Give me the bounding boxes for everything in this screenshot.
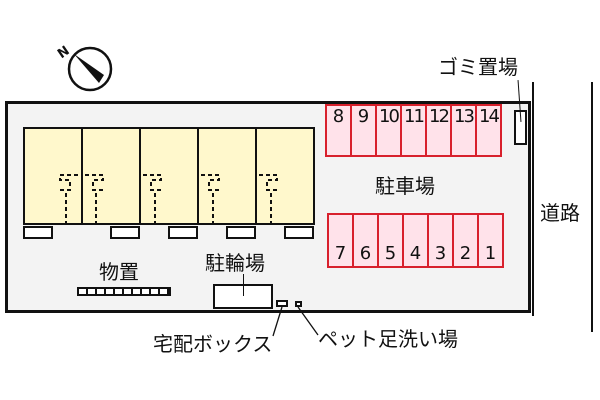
delivery-box <box>276 300 288 307</box>
parking-slot: 2 <box>452 213 479 268</box>
parking-slot: 9 <box>350 104 377 157</box>
storage-units <box>77 287 171 296</box>
parking-slot: 8 <box>325 104 352 157</box>
parking-slot: 4 <box>402 213 429 268</box>
garbage-label: ゴミ置場 <box>438 55 518 79</box>
entry-step <box>110 226 140 239</box>
pet-wash-station <box>295 301 302 307</box>
parking-slot: 3 <box>427 213 454 268</box>
parking-row-bottom: 7 6 5 4 3 2 1 <box>327 213 504 268</box>
parking-slot: 7 <box>327 213 354 268</box>
entrance-paths <box>59 174 278 225</box>
parking-label: 駐車場 <box>375 174 435 198</box>
unit-4 <box>197 127 257 225</box>
parking-slot: 10 <box>375 104 402 157</box>
unit-3 <box>139 127 199 225</box>
entry-step <box>284 226 314 239</box>
pet-wash-label: ペット足洗い場 <box>318 327 458 351</box>
parking-slot: 5 <box>377 213 404 268</box>
entry-step <box>168 226 198 239</box>
parking-slot: 6 <box>352 213 379 268</box>
parking-slot: 12 <box>425 104 452 157</box>
entry-step <box>23 226 53 239</box>
entry-step <box>226 226 256 239</box>
parking-slot: 11 <box>400 104 427 157</box>
road-label: 道路 <box>540 201 580 225</box>
storage-label: 物置 <box>99 260 139 284</box>
bicycle-leader-line <box>243 274 244 296</box>
road-line-left <box>532 82 534 316</box>
parking-row-top: 8 9 10 11 12 13 14 <box>325 104 502 157</box>
delivery-leader-line <box>272 306 319 337</box>
unit-5 <box>255 127 315 225</box>
unit-2 <box>81 127 141 225</box>
parking-slot: 1 <box>477 213 504 268</box>
bicycle-parking-label: 駐輪場 <box>205 251 265 275</box>
parking-slot: 13 <box>450 104 477 157</box>
parking-slot: 14 <box>475 104 502 157</box>
delivery-box-label: 宅配ボックス <box>153 332 273 356</box>
road-line-right <box>591 82 593 332</box>
north-compass-icon: N <box>55 40 116 92</box>
